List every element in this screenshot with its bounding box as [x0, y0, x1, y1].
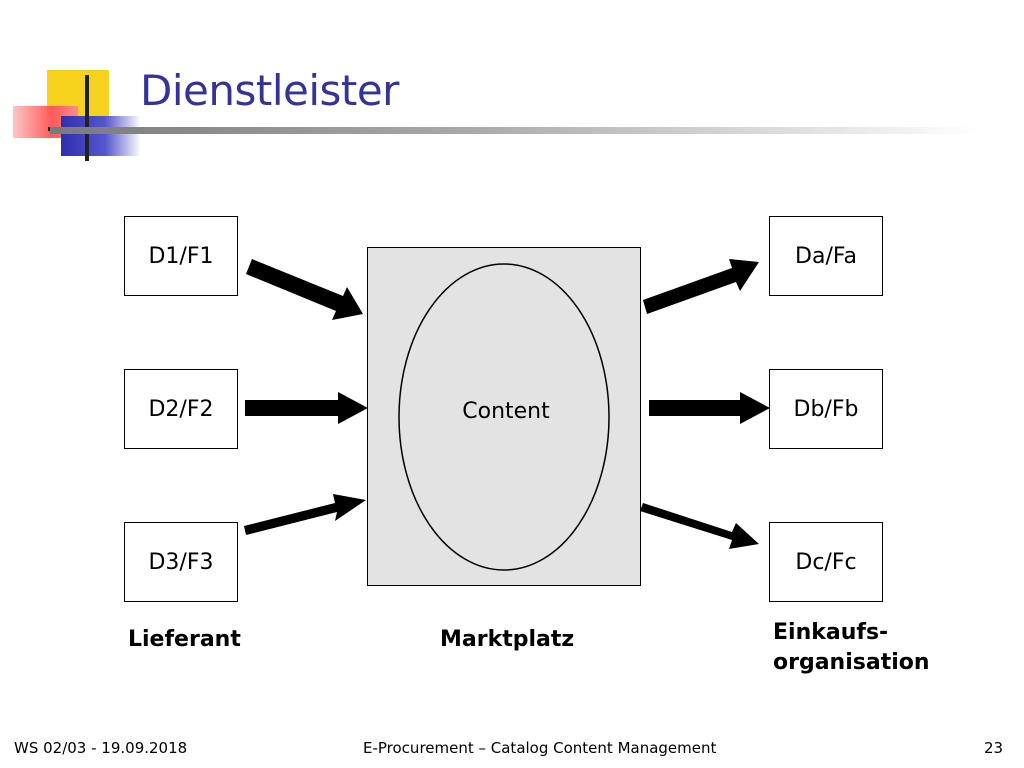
logo-blue-square [61, 116, 141, 156]
supplier-box-label: D3/F3 [148, 549, 214, 575]
footer-course-title: E-Procurement – Catalog Content Manageme… [363, 739, 717, 757]
arrow-buyer-b [649, 392, 770, 424]
supplier-box-3: D3/F3 [124, 522, 238, 602]
footer-date: WS 02/03 - 19.09.2018 [14, 739, 188, 757]
supplier-box-label: D1/F1 [148, 243, 214, 269]
buyer-box-label: Da/Fa [795, 243, 857, 269]
supplier-box-1: D1/F1 [124, 216, 238, 296]
supplier-box-2: D2/F2 [124, 369, 238, 449]
logo-vertical-line [85, 75, 89, 161]
footer-page-number: 23 [984, 739, 1004, 757]
arrow-buyer-c [640, 503, 759, 549]
arrow-supplier-1 [246, 259, 363, 320]
marketplace-column-label: Marktplatz [440, 627, 575, 652]
buyer-box-label: Db/Fb [793, 396, 859, 422]
arrow-supplier-3 [244, 494, 366, 535]
slide-title: Dienstleister [140, 66, 399, 115]
title-underline [50, 127, 980, 134]
arrow-buyer-a [643, 259, 759, 314]
buyer-box-b: Db/Fb [769, 369, 883, 449]
buyer-box-c: Dc/Fc [769, 522, 883, 602]
supplier-box-label: D2/F2 [148, 396, 214, 422]
buyer-box-a: Da/Fa [769, 216, 883, 296]
buyer-box-label: Dc/Fc [795, 549, 857, 575]
supplier-column-label: Lieferant [128, 627, 241, 652]
content-ellipse [398, 263, 610, 571]
arrow-supplier-2 [245, 392, 368, 424]
buyer-column-label-line2: organisation [773, 650, 930, 675]
marketplace-box [367, 247, 641, 586]
content-label: Content [462, 399, 550, 424]
buyer-column-label-line1: Einkaufs- [773, 620, 889, 645]
